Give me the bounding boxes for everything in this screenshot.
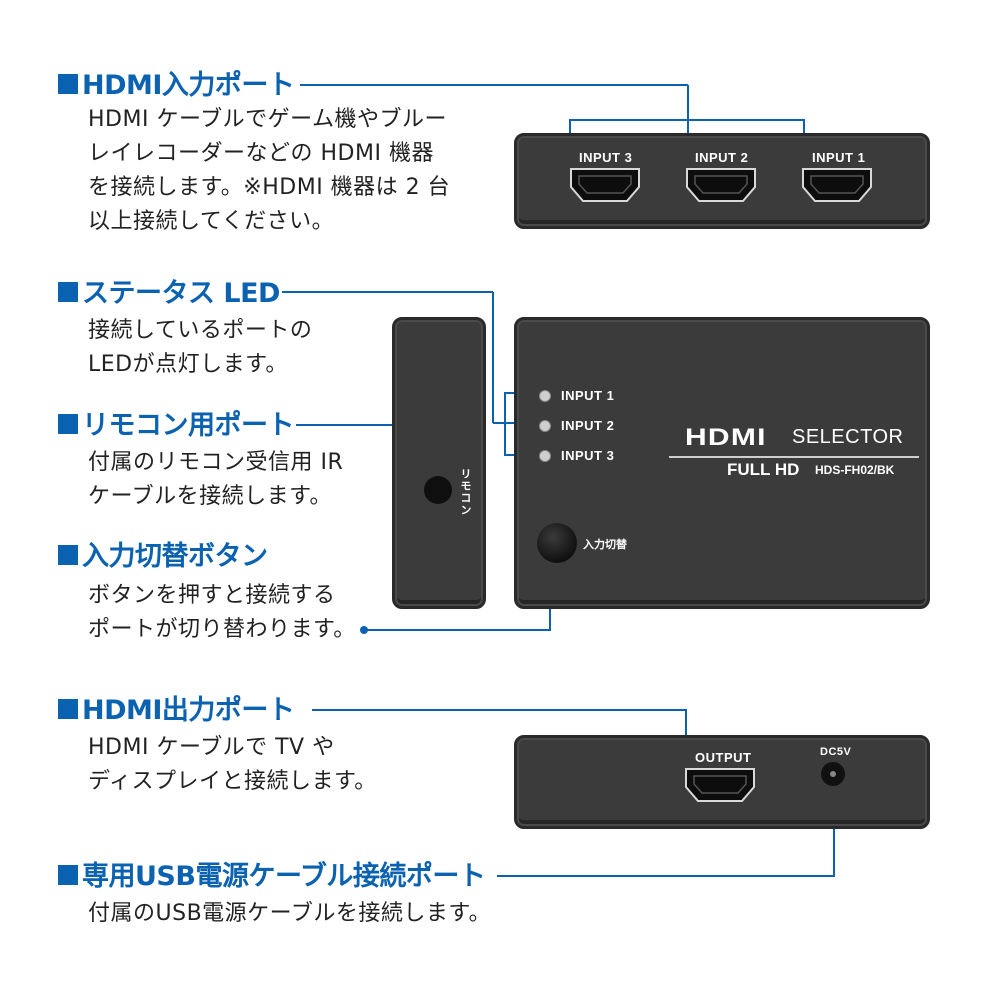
input-2-label: INPUT 2	[695, 150, 749, 165]
hdmi-output-description: HDMI ケーブルで TV や ディスプレイと接続します。	[88, 731, 377, 799]
input-1-label: INPUT 1	[812, 150, 866, 165]
desc-line: ボタンを押すと接続する	[88, 583, 336, 608]
input-switch-button[interactable]	[537, 523, 577, 563]
selector-wordmark: SELECTOR	[792, 426, 904, 448]
desc-line: を接続します。※HDMI 機器は 2 台	[88, 175, 451, 200]
usb-power-description: 付属のUSB電源ケーブルを接続します。	[88, 897, 491, 931]
hdmi-logo: HDMI	[685, 424, 767, 451]
remote-port-title: リモコン用ポート	[82, 410, 295, 441]
usb-power-heading: 専用USB電源ケーブル接続ポート	[58, 861, 486, 892]
input-switch-heading: 入力切替ボタン	[58, 543, 268, 570]
desc-line: 接続しているポートの	[88, 318, 313, 343]
back-panel-device: INPUT 3 INPUT 2 INPUT 1	[514, 133, 930, 229]
led-indicator-icon	[539, 419, 551, 432]
desc-line: 以上接続してください。	[88, 209, 335, 234]
input-switch-label: 入力切替	[583, 538, 627, 551]
jack-pin-icon	[830, 771, 836, 777]
status-led-description: 接続しているポートの LEDが点灯します。	[88, 314, 312, 382]
dc5v-label: DC5V	[820, 746, 852, 758]
desc-line: HDMI ケーブルでゲーム機やブルー	[88, 107, 447, 132]
hdmi-output-port-icon	[685, 768, 755, 802]
remote-port-description: 付属のリモコン受信用 IR ケーブルを接続します。	[88, 446, 343, 514]
front-panel-device: INPUT 1 INPUT 2 INPUT 3 HDMI SELECTOR FU…	[514, 317, 930, 609]
desc-line: レイレコーダーなどの HDMI 機器	[88, 141, 434, 166]
hdmi-input-title: HDMI入力ポート	[82, 70, 295, 101]
remote-port-jack-icon	[424, 476, 452, 504]
desc-line: 付属のUSB電源ケーブルを接続します。	[88, 901, 492, 926]
led-indicator-icon	[539, 389, 551, 402]
hdmi-input-1-port-icon	[802, 168, 872, 202]
led-label: INPUT 2	[561, 418, 615, 433]
full-hd-label: FULL HD	[727, 460, 800, 479]
led-label: INPUT 1	[561, 388, 615, 403]
desc-line: ディスプレイと接続します。	[88, 769, 377, 794]
square-bullet-icon	[58, 699, 78, 719]
square-bullet-icon	[58, 282, 78, 302]
input-3-label: INPUT 3	[579, 150, 633, 165]
divider	[669, 456, 919, 458]
side-panel-device: リモコン	[392, 317, 486, 609]
desc-line: ケーブルを接続します。	[88, 484, 332, 509]
status-led-heading: ステータス LED	[58, 280, 280, 307]
remote-label: リモコン	[459, 468, 472, 516]
status-led-title: ステータス LED	[82, 278, 280, 309]
desc-line: LEDが点灯します。	[88, 352, 288, 377]
square-bullet-icon	[58, 545, 78, 565]
hdmi-input-2-port-icon	[686, 168, 756, 202]
model-number: HDS-FH02/BK	[815, 463, 895, 477]
input-switch-description: ボタンを押すと接続する ポートが切り替わります。	[88, 579, 356, 647]
hdmi-output-heading: HDMI出力ポート	[58, 695, 295, 726]
square-bullet-icon	[58, 414, 78, 434]
led-input-1: INPUT 1	[539, 388, 614, 403]
desc-line: HDMI ケーブルで TV や	[88, 735, 335, 760]
usb-power-title: 専用USB電源ケーブル接続ポート	[82, 861, 486, 892]
output-panel-device: OUTPUT DC5V	[514, 735, 930, 829]
hdmi-input-description: HDMI ケーブルでゲーム機やブルー レイレコーダーなどの HDMI 機器 を接…	[88, 103, 450, 239]
led-input-2: INPUT 2	[539, 418, 614, 433]
hdmi-input-3-port-icon	[570, 168, 640, 202]
dc-power-jack-icon	[821, 762, 845, 786]
led-input-3: INPUT 3	[539, 448, 614, 463]
hdmi-input-heading: HDMI入力ポート	[58, 70, 295, 101]
led-indicator-icon	[539, 449, 551, 462]
square-bullet-icon	[58, 865, 78, 885]
hdmi-output-title: HDMI出力ポート	[82, 695, 295, 726]
output-label: OUTPUT	[695, 750, 752, 765]
desc-line: 付属のリモコン受信用 IR	[88, 450, 344, 475]
square-bullet-icon	[58, 74, 78, 94]
input-switch-title: 入力切替ボタン	[82, 541, 268, 572]
remote-port-heading: リモコン用ポート	[58, 410, 295, 441]
desc-line: ポートが切り替わります。	[88, 617, 356, 642]
led-label: INPUT 3	[561, 448, 615, 463]
